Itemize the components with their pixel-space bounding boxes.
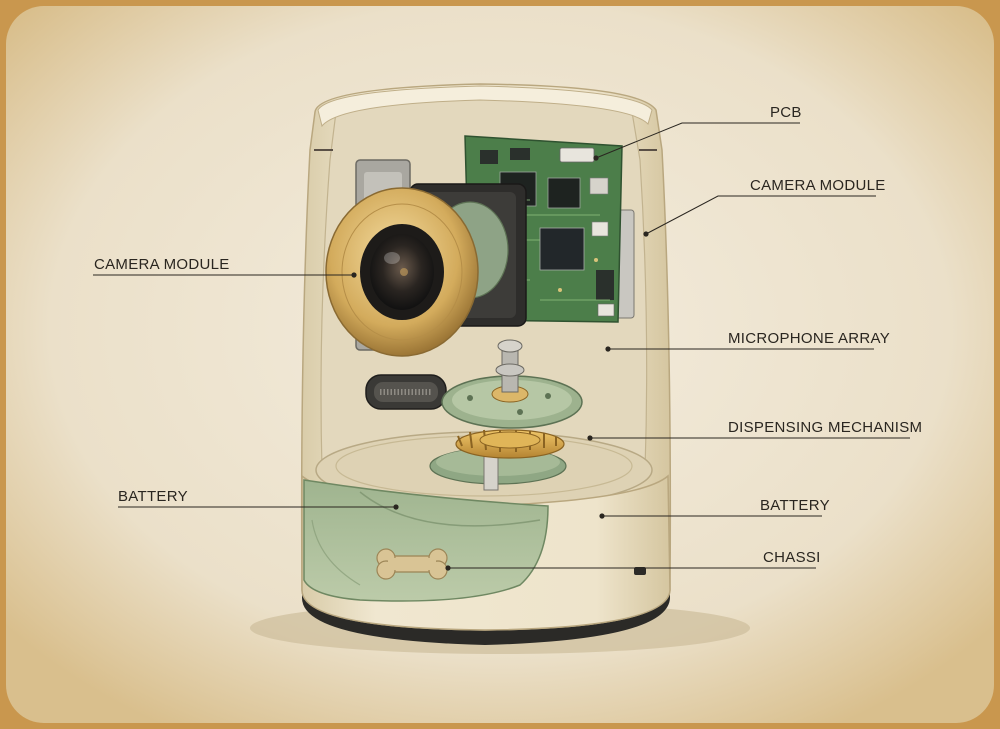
label-camera-module-right: CAMERA MODULE xyxy=(750,177,886,194)
leader-lines xyxy=(93,122,910,569)
leader-dots xyxy=(351,155,649,571)
label-camera-module-left: CAMERA MODULE xyxy=(94,256,230,273)
camera-module xyxy=(325,183,527,357)
label-microphone-array: MICROPHONE ARRAY xyxy=(728,330,891,347)
bone-icon xyxy=(376,548,448,580)
label-chassis: CHASSI xyxy=(763,549,821,566)
label-dispensing-mechanism: DISPENSING MECHANISM xyxy=(728,419,923,436)
label-pcb: PCB xyxy=(770,104,802,121)
microphone-array xyxy=(365,374,447,410)
label-battery-right: BATTERY xyxy=(760,497,830,514)
dispensing-mechanism xyxy=(429,339,583,491)
top-rim xyxy=(317,85,653,128)
usb-port-icon xyxy=(634,567,646,575)
treat-bowl xyxy=(303,479,549,602)
label-battery-left: BATTERY xyxy=(118,488,188,505)
